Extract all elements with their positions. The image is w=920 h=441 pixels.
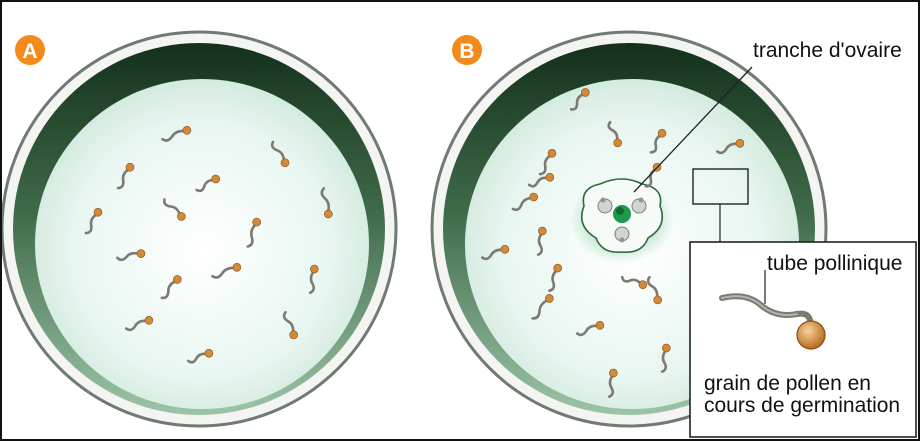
- badge-b-label: B: [459, 40, 474, 63]
- pollen-grain-label-line2: cours de germination: [704, 394, 900, 417]
- pollen-grain-enlarged: [797, 321, 825, 349]
- badge-b: B: [452, 35, 482, 65]
- petri-dish-a: [2, 32, 396, 426]
- pollen-tube-label: tube pollinique: [767, 252, 902, 275]
- badge-a-label: A: [22, 40, 37, 63]
- pollen-grain-label-line1: grain de pollen en: [704, 372, 871, 395]
- badge-a: A: [15, 35, 45, 65]
- ovary-slice: [570, 176, 674, 264]
- ovary-slice-label: tranche d'ovaire: [753, 39, 902, 62]
